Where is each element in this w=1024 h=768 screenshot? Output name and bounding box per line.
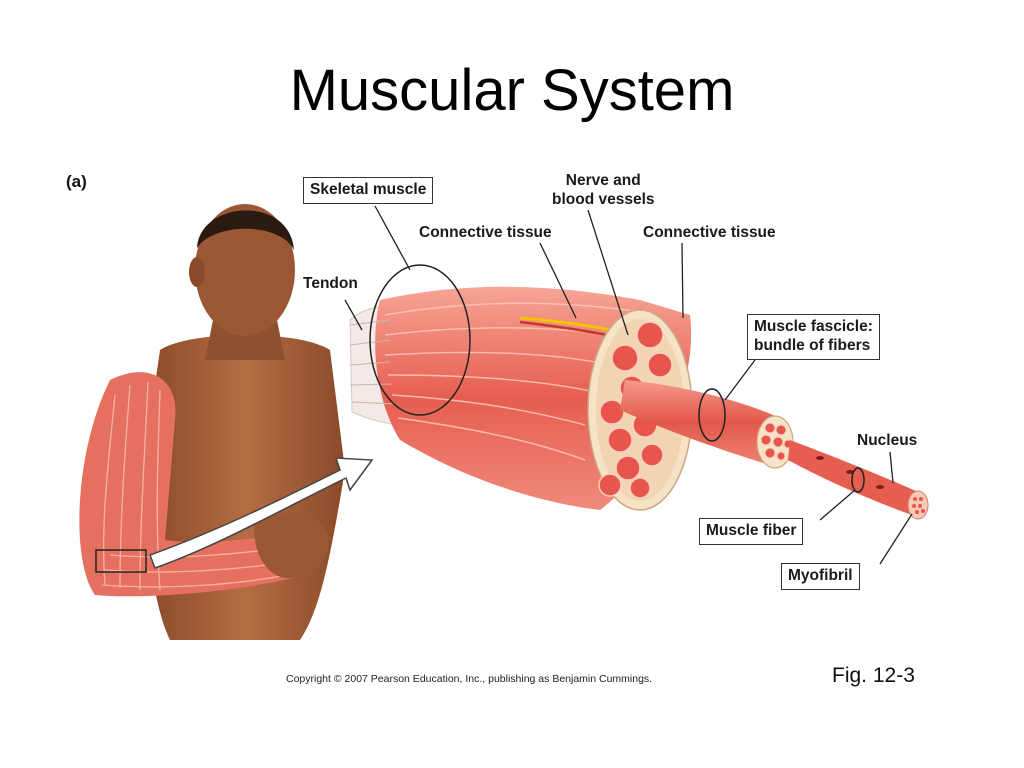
leader-lines xyxy=(344,205,913,565)
ear-shape xyxy=(189,257,205,287)
head-shape xyxy=(195,204,295,336)
label-skeletal-muscle: Skeletal muscle xyxy=(303,177,434,204)
label-fascicle-line2: bundle of fibers xyxy=(754,336,871,354)
fiber-body-shape xyxy=(788,440,918,515)
nucleus-dots xyxy=(816,456,884,489)
leader-muscle-fiber xyxy=(819,489,856,521)
leader-connective-1 xyxy=(539,242,577,319)
label-nerve-line2: blood vessels xyxy=(552,190,655,208)
myofibril-dots xyxy=(912,497,925,514)
label-connective-tissue-outer: Connective tissue xyxy=(643,224,776,241)
label-myofibril: Myofibril xyxy=(781,563,860,590)
label-tendon: Tendon xyxy=(303,275,358,292)
leader-nucleus xyxy=(889,451,894,484)
muscle-fiber-illustration xyxy=(788,440,929,520)
human-figure xyxy=(79,204,374,640)
label-fascicle-line1: Muscle fascicle: xyxy=(754,318,873,335)
label-muscle-fiber: Muscle fiber xyxy=(699,518,804,545)
hair-shape xyxy=(197,210,294,250)
label-nerve-line1: Nerve and xyxy=(565,172,641,189)
fiber-ring xyxy=(851,467,865,493)
fascicle-ring xyxy=(698,388,726,442)
label-nerve-and-vessels: Nerve and blood vessels xyxy=(552,172,655,210)
leader-connective-2 xyxy=(681,242,684,319)
arm-detail-box xyxy=(95,549,147,573)
fist-shape xyxy=(254,512,329,579)
arm-muscle-shape xyxy=(79,372,305,597)
leader-myofibril xyxy=(879,513,913,565)
leader-nerve xyxy=(587,209,629,336)
leader-skeletal-muscle xyxy=(374,205,411,271)
figure-number: Fig. 12-3 xyxy=(832,664,915,687)
label-connective-tissue-inner: Connective tissue xyxy=(419,224,552,241)
leader-fascicle xyxy=(724,359,756,401)
slide-title: Muscular System xyxy=(289,58,735,123)
copyright-note: Copyright © 2007 Pearson Education, Inc.… xyxy=(286,673,653,685)
skeletal-muscle-ring xyxy=(369,264,471,416)
fascicle-fiber-circles xyxy=(760,422,793,461)
label-muscle-fascicle: Muscle fascicle: bundle of fibers xyxy=(747,314,880,360)
label-nucleus: Nucleus xyxy=(857,432,918,449)
leader-tendon xyxy=(344,299,363,331)
magnify-arrow xyxy=(149,457,374,569)
figure-part-label: (a) xyxy=(66,172,87,191)
